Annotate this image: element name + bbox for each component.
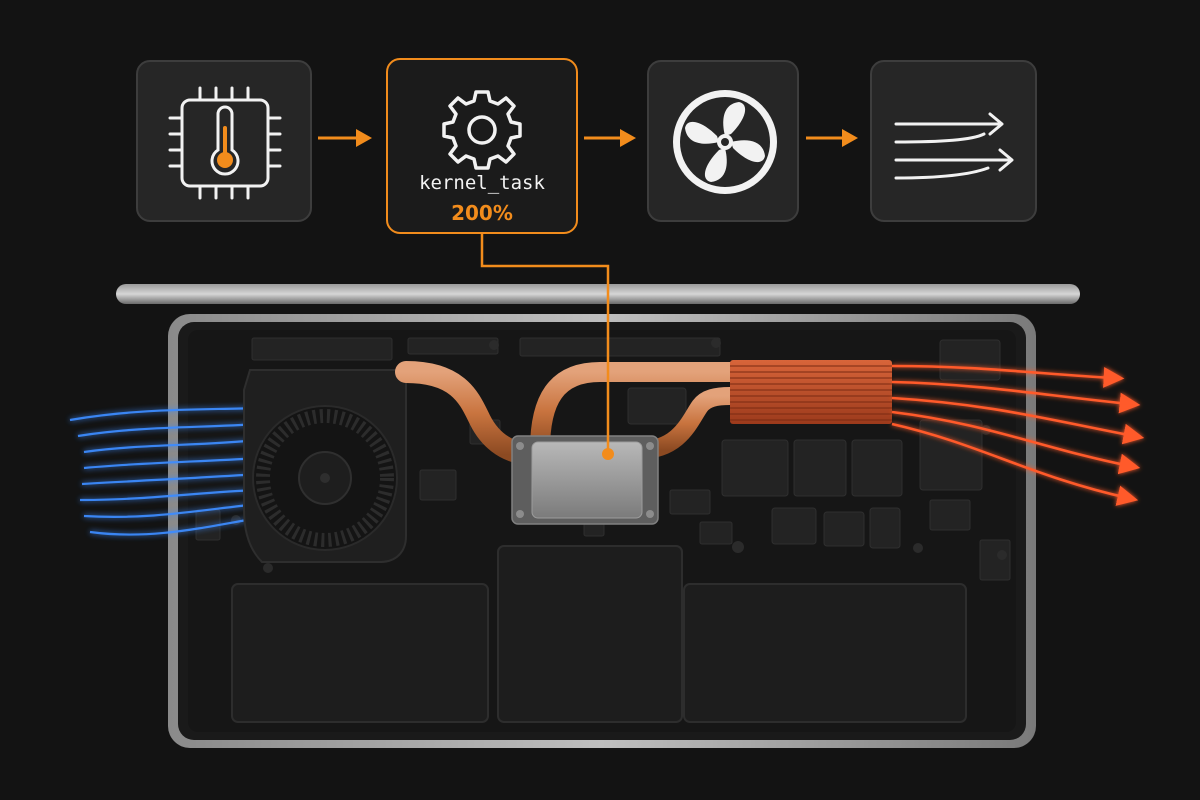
logic-board	[195, 337, 1011, 581]
airflow-icon	[894, 112, 1014, 180]
process-name: kernel_task	[419, 172, 545, 194]
gear-icon	[442, 90, 522, 170]
cooling-fan	[243, 369, 407, 563]
hot-air-exhaust	[891, 364, 1145, 506]
step-cpu-temperature	[136, 60, 312, 222]
cpu-temperature-icon	[168, 86, 282, 200]
fan-icon	[673, 90, 777, 194]
step-airflow	[870, 60, 1037, 222]
cool-air-intake	[69, 406, 259, 536]
battery-cells	[231, 545, 967, 723]
flow-arrows	[318, 129, 858, 147]
cpu-usage-value: 200%	[451, 201, 513, 225]
heatsink-fins	[730, 360, 892, 424]
step-fan	[647, 60, 799, 222]
laptop-lid-edge	[116, 284, 1080, 304]
callout-connector	[480, 234, 614, 460]
cpu-heat-spreader	[511, 435, 659, 525]
step-kernel-task: kernel_task 200%	[386, 58, 578, 234]
